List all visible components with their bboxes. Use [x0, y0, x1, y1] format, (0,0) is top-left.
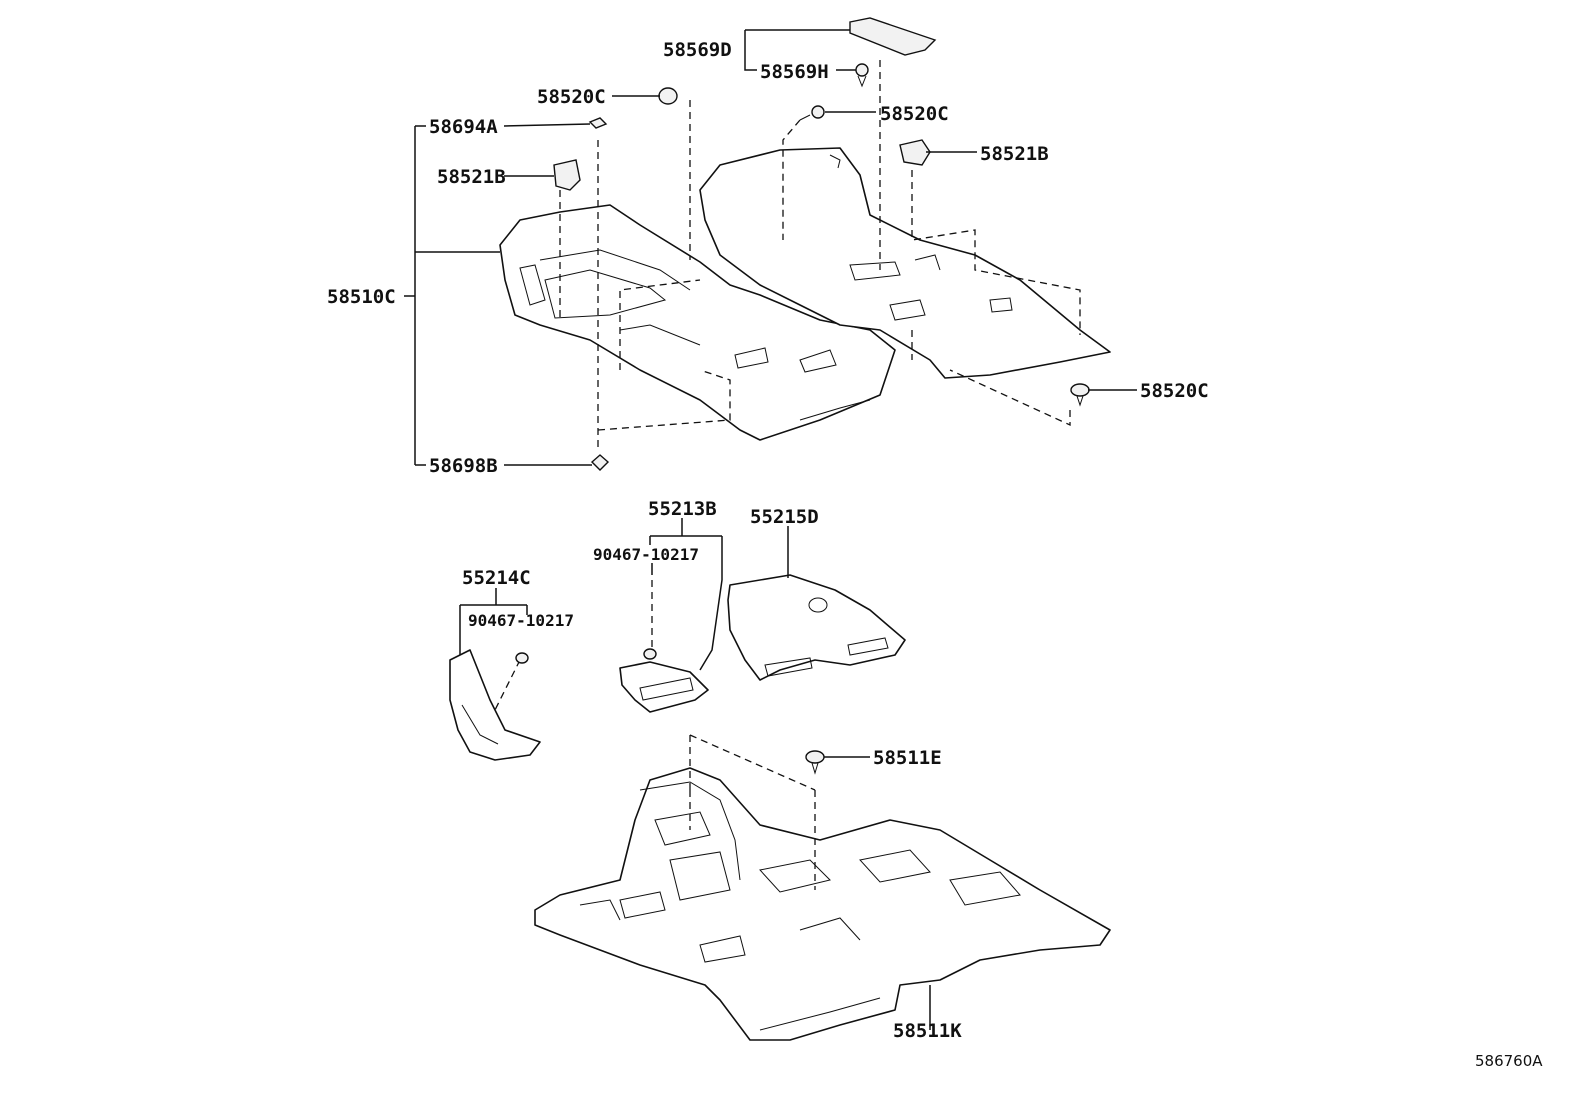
- floor-mat-55215d: [727, 574, 906, 681]
- label-58520c-top: 58520C: [537, 86, 606, 108]
- label-58511e: 58511E: [873, 747, 942, 769]
- holder-58521b-a-icon: [553, 159, 581, 191]
- front-floor-carpet: [499, 147, 1111, 441]
- label-58569h: 58569H: [760, 61, 829, 83]
- heel-pad-55213b: [619, 580, 709, 713]
- fasteners-lower: [805, 750, 825, 775]
- label-58520c-right: 58520C: [880, 103, 949, 125]
- scuff-plate-58569d: [849, 17, 937, 56]
- rear-floor-carpet: [534, 767, 1111, 1041]
- label-58698b: 58698B: [429, 455, 498, 477]
- pin-58520c-a-icon: [658, 87, 678, 105]
- holder-58521b-b-icon: [899, 139, 931, 166]
- label-58569d: 58569D: [663, 39, 732, 61]
- drawing-id: 586760A: [1475, 1052, 1543, 1070]
- label-55215d: 55215D: [750, 506, 819, 528]
- clip-58694a-icon: [588, 117, 608, 129]
- clip-58569h-icon: [855, 63, 869, 77]
- pin-58520c-c-icon: [1070, 383, 1090, 397]
- pin-58520c-b-icon: [811, 105, 825, 119]
- label-58521b-left: 58521B: [437, 166, 506, 188]
- label-90467-10217-lower: 90467-10217: [468, 611, 574, 630]
- clip-90467-b-icon: [515, 652, 529, 664]
- assembly-lines-upper: [559, 60, 1081, 450]
- label-58511k: 58511K: [893, 1020, 962, 1042]
- label-58694a: 58694A: [429, 116, 498, 138]
- clip-58698b-icon: [590, 454, 610, 471]
- label-55213b: 55213B: [648, 498, 717, 520]
- leaders-lower: [824, 756, 931, 1030]
- clip-90467-a-icon: [643, 648, 657, 660]
- leaders-middle: [459, 518, 789, 671]
- label-58510c: 58510C: [327, 286, 396, 308]
- label-55214c: 55214C: [462, 567, 531, 589]
- assembly-lines-lower: [689, 734, 816, 890]
- part-labels: 58569D 58569H 58520C 58520C 58694A 58521…: [327, 39, 1543, 1070]
- label-58521b-right: 58521B: [980, 143, 1049, 165]
- leaders-upper: [404, 29, 1137, 466]
- heel-pad-55214c: [449, 649, 541, 761]
- pin-58511e-icon: [805, 750, 825, 764]
- label-58520c-bottom: 58520C: [1140, 380, 1209, 402]
- label-90467-10217-upper: 90467-10217: [593, 545, 699, 564]
- fasteners-upper: [553, 17, 1090, 471]
